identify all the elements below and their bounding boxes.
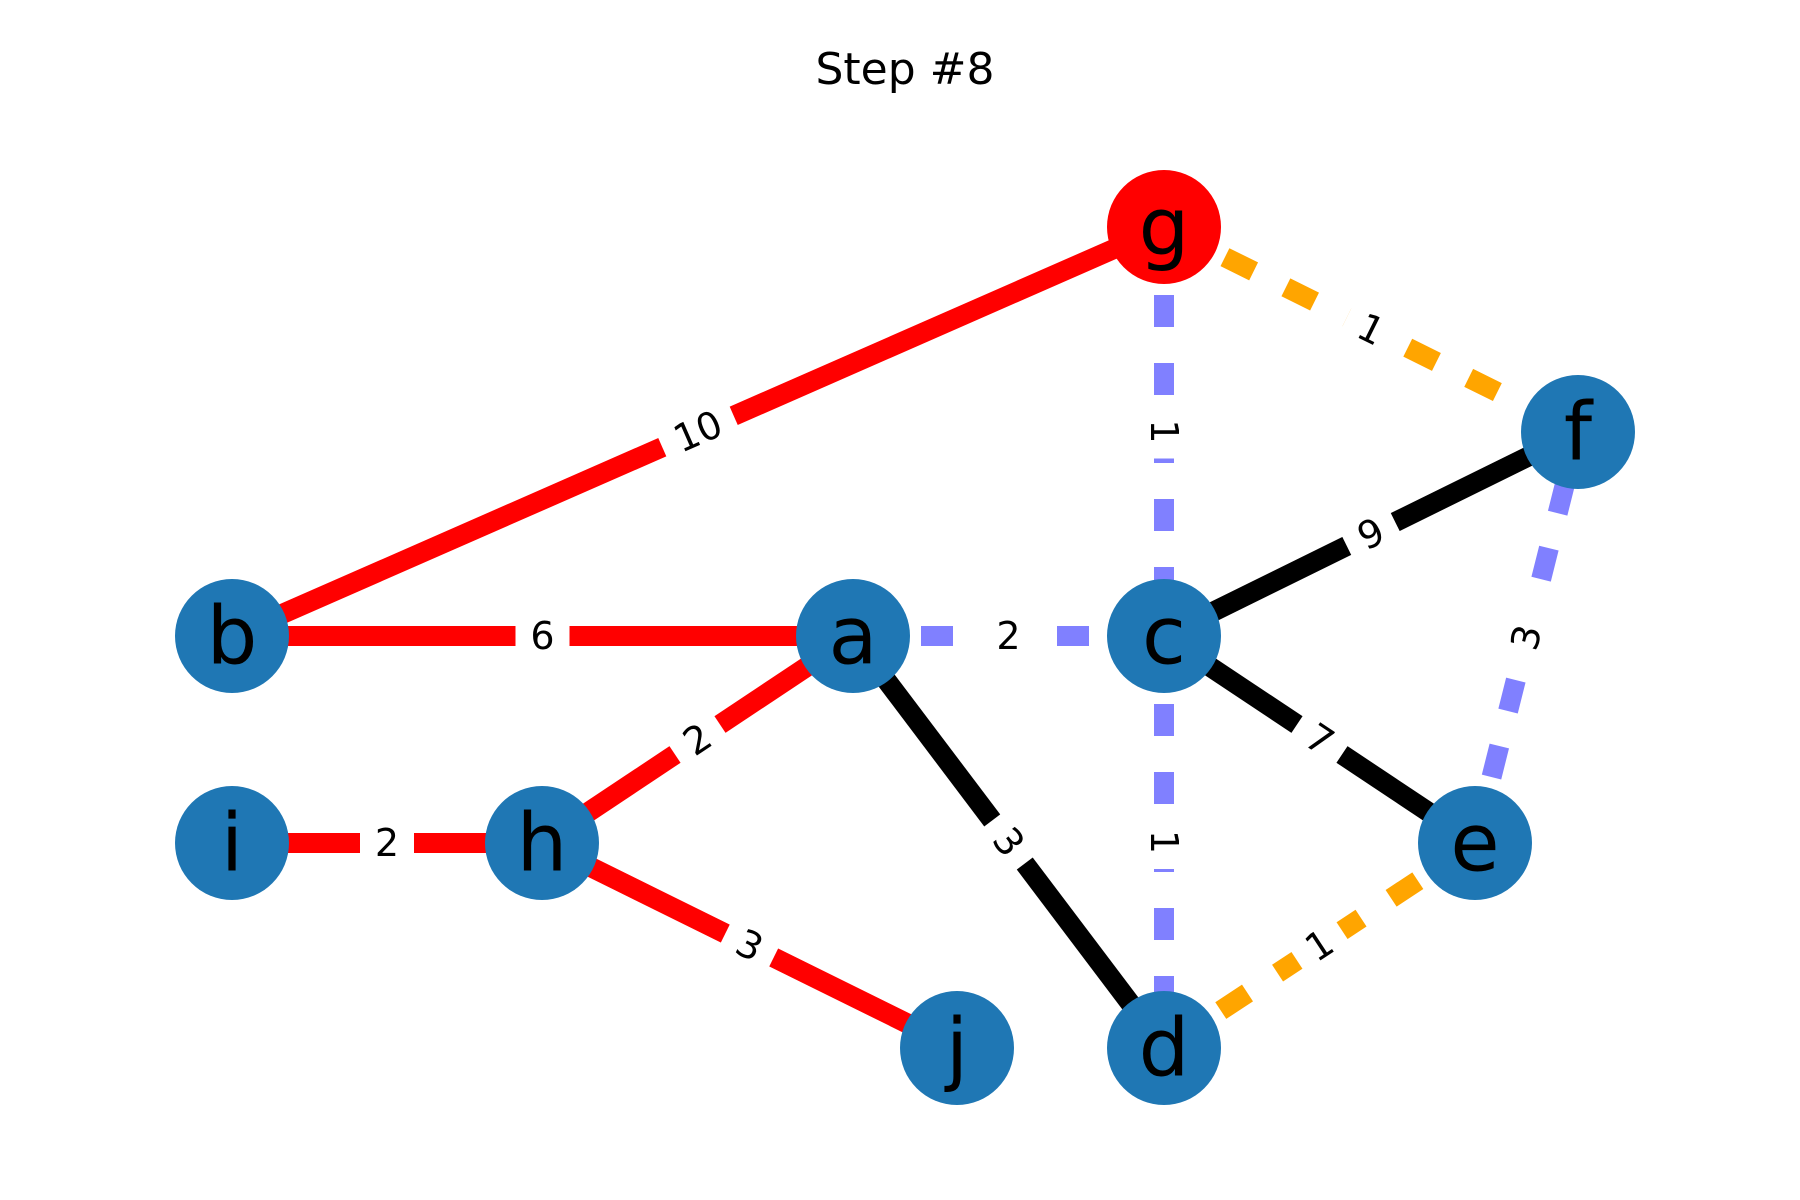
edge-weight-label: 1 [1138, 815, 1190, 869]
edge-label-background [1138, 815, 1190, 869]
node-circle [1107, 991, 1221, 1105]
node-circle [1418, 786, 1532, 900]
node-g: g [1107, 170, 1221, 284]
edge-weight-label: 7 [1282, 702, 1357, 777]
node-circle [900, 991, 1014, 1105]
edge-label-background [360, 817, 414, 869]
edge-b-g: 10 [227, 217, 1169, 646]
node-label: f [1564, 386, 1594, 479]
node-label: h [517, 797, 568, 890]
edge-weight-label: 9 [1335, 498, 1407, 570]
node-label: g [1139, 181, 1190, 274]
edge-weight-text: 2 [996, 614, 1020, 658]
edges-layer: 10 6 2 2 3 3 9 7 2 1 1 3 1 1 [227, 217, 1588, 1057]
node-b: b [175, 579, 289, 693]
node-circle [1521, 375, 1635, 489]
edge-b-a: 6 [232, 610, 853, 662]
node-j: j [900, 991, 1014, 1105]
node-label: e [1450, 797, 1499, 890]
edge-weight-label: 1 [1282, 908, 1357, 983]
edge-weight-label: 2 [981, 610, 1036, 662]
edge-label-background [1138, 404, 1190, 459]
edge-a-c: 2 [853, 610, 1164, 662]
edge-label-background [515, 610, 570, 662]
edge-label-background [1494, 604, 1559, 671]
node-label: c [1142, 590, 1186, 683]
graph-title: Step #8 [815, 44, 994, 95]
node-label: j [944, 1002, 968, 1095]
edge-weight-label: 3 [971, 804, 1046, 880]
node-d: d [1107, 991, 1221, 1105]
edge-weight-label: 2 [360, 817, 414, 869]
node-f: f [1521, 375, 1635, 489]
edge-c-e: 7 [1158, 627, 1481, 852]
edge-weight-label: 10 [651, 392, 745, 471]
edge-weight-label: 2 [660, 702, 735, 777]
node-circle [1107, 579, 1221, 693]
edge-label-background [981, 610, 1036, 662]
edge-h-j: 3 [537, 834, 962, 1057]
node-label: a [828, 590, 877, 683]
node-circle [175, 786, 289, 900]
edge-d-e: 1 [1158, 834, 1481, 1057]
node-circle [1107, 170, 1221, 284]
node-label: d [1139, 1002, 1190, 1095]
edge-c-f: 9 [1159, 423, 1583, 645]
node-label: i [221, 797, 243, 890]
node-a: a [796, 579, 910, 693]
edge-label-background [971, 804, 1046, 880]
node-c: c [1107, 579, 1221, 693]
edge-g-f: 1 [1159, 218, 1583, 441]
edge-weight-label: 6 [515, 610, 570, 662]
node-h: h [485, 786, 599, 900]
edge-a-d: 3 [845, 629, 1172, 1055]
node-e: e [1418, 786, 1532, 900]
edge-c-d: 1 [1138, 636, 1190, 1048]
edge-g-c: 1 [1138, 227, 1190, 636]
edge-label-background [1335, 294, 1407, 365]
edge-weight-label: 3 [1494, 604, 1559, 671]
edge-label-background [1282, 908, 1357, 983]
edge-label-background [1282, 702, 1357, 777]
edge-label-background [651, 392, 745, 471]
node-i: i [175, 786, 289, 900]
edge-e-f: 3 [1465, 429, 1588, 846]
edge-weight-text: 1 [1142, 830, 1186, 854]
edge-label-background [1335, 498, 1407, 570]
edge-weight-label: 3 [713, 910, 786, 981]
edge-weight-label: 1 [1335, 294, 1407, 365]
edge-weight-text: 1 [1142, 419, 1186, 443]
node-circle [175, 579, 289, 693]
node-circle [796, 579, 910, 693]
node-label: b [207, 590, 258, 683]
node-circle [485, 786, 599, 900]
edge-weight-text: 2 [375, 821, 399, 865]
edge-weight-text: 6 [530, 614, 554, 658]
nodes-layer: g f b a c i h e j d [175, 170, 1635, 1105]
edge-a-h: 2 [536, 627, 859, 852]
edge-weight-label: 1 [1138, 404, 1190, 459]
edge-label-background [660, 702, 735, 777]
edge-label-background [713, 910, 786, 981]
